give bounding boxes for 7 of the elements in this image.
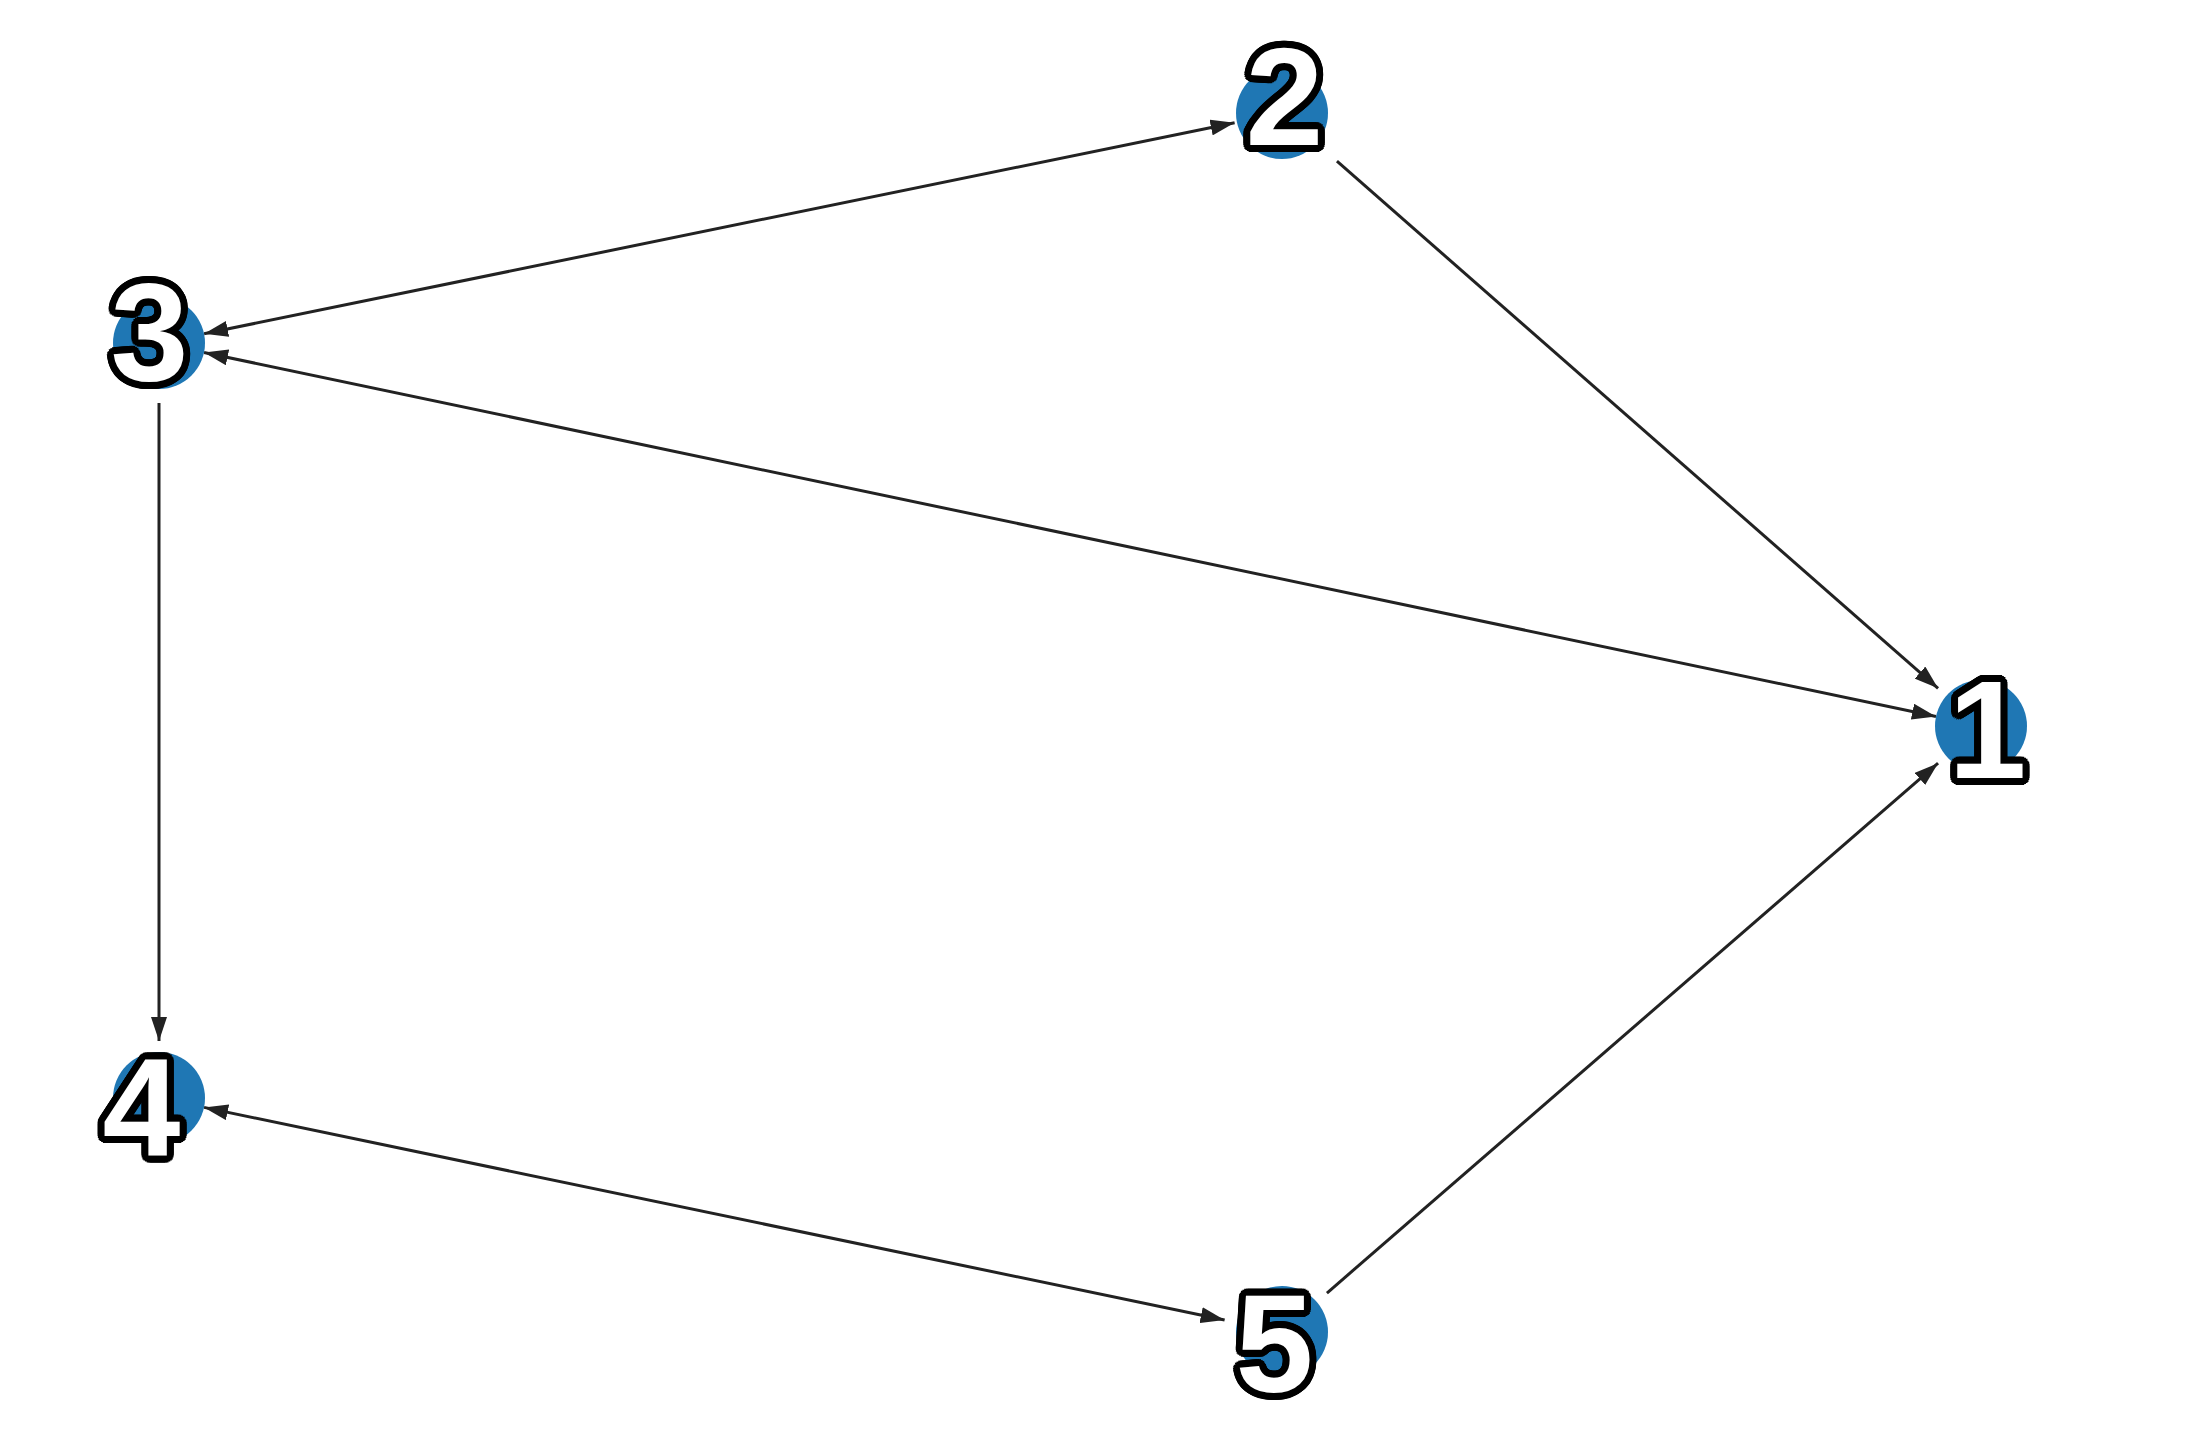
arrow bbox=[203, 1104, 1225, 1323]
arrow bbox=[1335, 160, 1940, 690]
arrow bbox=[151, 403, 167, 1041]
arrow bbox=[203, 349, 1937, 720]
node-number: 1 bbox=[1939, 665, 2039, 799]
arrow bbox=[1325, 762, 1940, 1295]
arrow bbox=[203, 119, 1235, 337]
